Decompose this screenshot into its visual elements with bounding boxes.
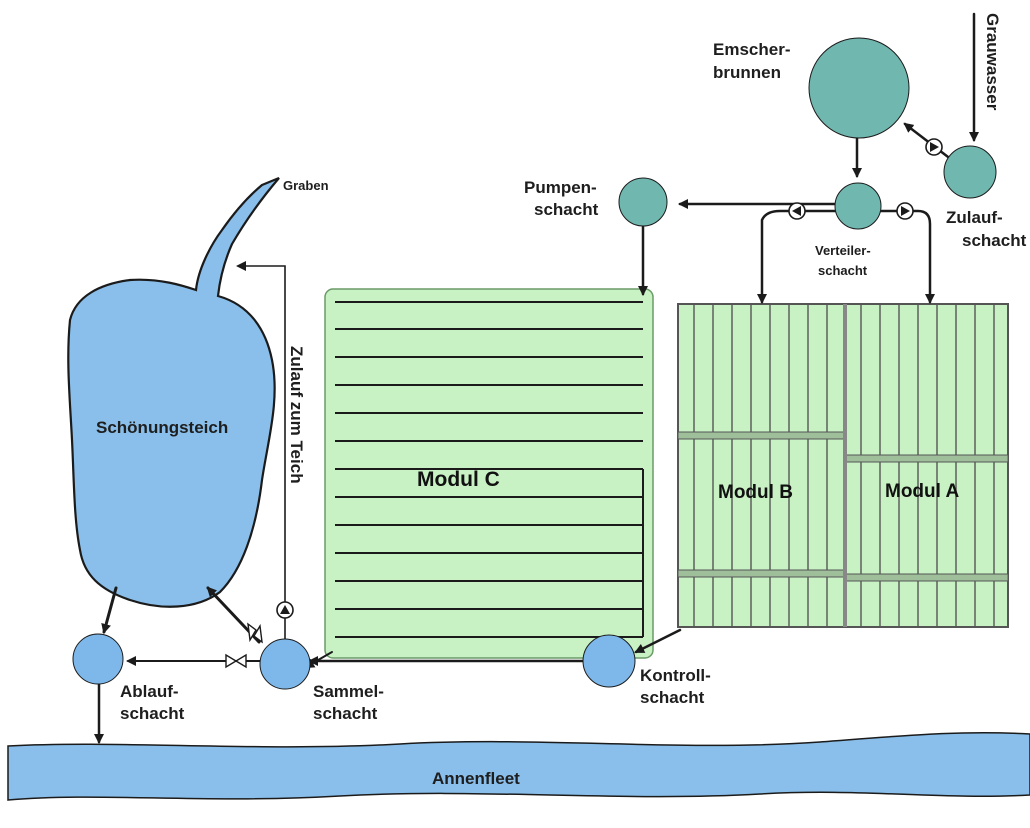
pump-icon xyxy=(896,202,914,220)
valve-icon xyxy=(247,622,263,644)
pumpenschacht-circle xyxy=(618,177,668,227)
label-grauwasser: Grauwasser xyxy=(983,13,1002,111)
label-zulauf-zum-teich: Zulauf zum Teich xyxy=(287,346,306,484)
label-emscherbrunnen-2: brunnen xyxy=(713,63,781,82)
label-annenfleet: Annenfleet xyxy=(432,769,520,788)
label-graben: Graben xyxy=(283,178,329,193)
sammelschacht-circle xyxy=(259,638,311,690)
schoenungsteich-pond xyxy=(67,176,280,608)
label-schoenungsteich: Schönungsteich xyxy=(96,418,228,437)
label-modul-a: Modul A xyxy=(885,481,959,502)
pump-icon xyxy=(925,138,943,156)
label-pumpenschacht-1: Pumpen- xyxy=(524,178,597,197)
valve-icon xyxy=(225,653,247,669)
emscherbrunnen-circle xyxy=(808,37,910,139)
label-pumpenschacht-2: schacht xyxy=(534,200,599,219)
label-verteilerschacht-1: Verteiler- xyxy=(815,243,871,258)
label-ablaufschacht-2: schacht xyxy=(120,704,185,723)
label-kontrollschacht-1: Kontroll- xyxy=(640,666,711,685)
label-emscherbrunnen-1: Emscher- xyxy=(713,40,790,59)
label-sammelschacht-2: schacht xyxy=(313,704,378,723)
kontrollschacht-circle xyxy=(582,634,636,688)
verteilerschacht-circle xyxy=(834,182,882,230)
modul-c-bed xyxy=(324,288,654,659)
pump-icon xyxy=(788,202,806,220)
modul-b-bed xyxy=(677,303,846,628)
annenfleet-river xyxy=(7,731,1030,801)
module-divider xyxy=(843,304,847,627)
label-kontrollschacht-2: schacht xyxy=(640,688,705,707)
label-modul-c: Modul C xyxy=(417,468,500,491)
zulaufschacht-circle xyxy=(943,145,997,199)
ablaufschacht-circle xyxy=(72,633,124,685)
pump-icon xyxy=(276,601,294,619)
label-sammelschacht-1: Sammel- xyxy=(313,682,384,701)
label-modul-b: Modul B xyxy=(718,482,793,503)
label-zulaufschacht-2: schacht xyxy=(962,231,1027,250)
label-verteilerschacht-2: schacht xyxy=(818,263,868,278)
modul-a-bed xyxy=(844,303,1009,628)
label-zulaufschacht-1: Zulauf- xyxy=(946,208,1003,227)
label-ablaufschacht-1: Ablauf- xyxy=(120,682,179,701)
